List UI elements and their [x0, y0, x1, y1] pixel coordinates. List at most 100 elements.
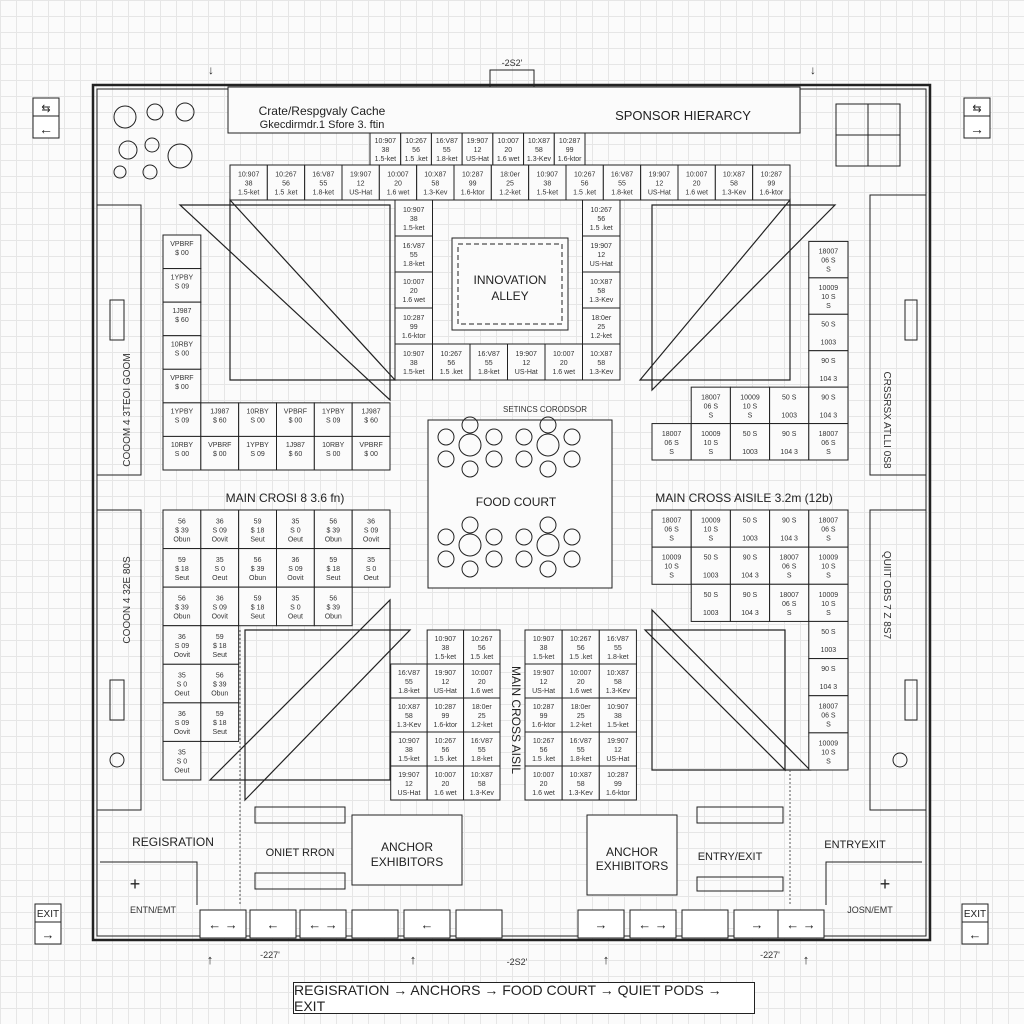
door-frame[interactable]: [577, 909, 625, 939]
booth[interactable]: 1J987$ 60: [162, 301, 202, 337]
booth-outline[interactable]: [463, 629, 501, 665]
anchor-booth-left[interactable]: [351, 814, 463, 886]
booth-outline[interactable]: [808, 509, 849, 548]
door[interactable]: [351, 909, 399, 939]
door[interactable]: ←: [403, 909, 451, 939]
booth-outline[interactable]: [598, 765, 637, 801]
booth-outline[interactable]: [394, 235, 433, 273]
booth-outline[interactable]: [769, 386, 810, 425]
booth-outline[interactable]: [416, 164, 455, 201]
booth-outline[interactable]: [752, 164, 791, 201]
exit-sign-right[interactable]: EXIT ←: [961, 903, 989, 945]
booth-outline[interactable]: [544, 343, 583, 381]
booth-outline[interactable]: [461, 132, 494, 166]
booth-outline[interactable]: [463, 765, 501, 801]
booth[interactable]: 1J987$ 60: [200, 402, 240, 437]
booth-outline[interactable]: [528, 164, 567, 201]
booth-outline[interactable]: [524, 629, 563, 665]
booth-outline[interactable]: [426, 697, 465, 733]
booth-outline[interactable]: [426, 629, 465, 665]
booth-outline[interactable]: [351, 548, 391, 588]
booth-outline[interactable]: [561, 765, 600, 801]
booth-outline[interactable]: [561, 629, 600, 665]
door-frame[interactable]: [629, 909, 677, 939]
booth-outline[interactable]: [640, 164, 679, 201]
booth-outline[interactable]: [808, 658, 849, 697]
booth-outline[interactable]: [229, 164, 268, 201]
booth-outline[interactable]: [238, 509, 278, 550]
booth-outline[interactable]: [598, 731, 637, 767]
booth-outline[interactable]: [677, 164, 716, 201]
booth-outline[interactable]: [524, 663, 563, 699]
booth-outline[interactable]: [162, 435, 202, 471]
booth-outline[interactable]: [200, 625, 240, 665]
booth-outline[interactable]: [602, 164, 642, 201]
booth-outline[interactable]: [162, 702, 202, 742]
booth-outline[interactable]: [304, 164, 343, 201]
booth-outline[interactable]: [369, 132, 402, 166]
booth-outline[interactable]: [162, 234, 202, 270]
booth-outline[interactable]: [200, 702, 240, 742]
booth-outline[interactable]: [582, 271, 621, 309]
booth-outline[interactable]: [351, 402, 391, 437]
door[interactable]: ← →: [299, 909, 347, 939]
booth-outline[interactable]: [162, 740, 202, 781]
booth-outline[interactable]: [313, 548, 353, 588]
